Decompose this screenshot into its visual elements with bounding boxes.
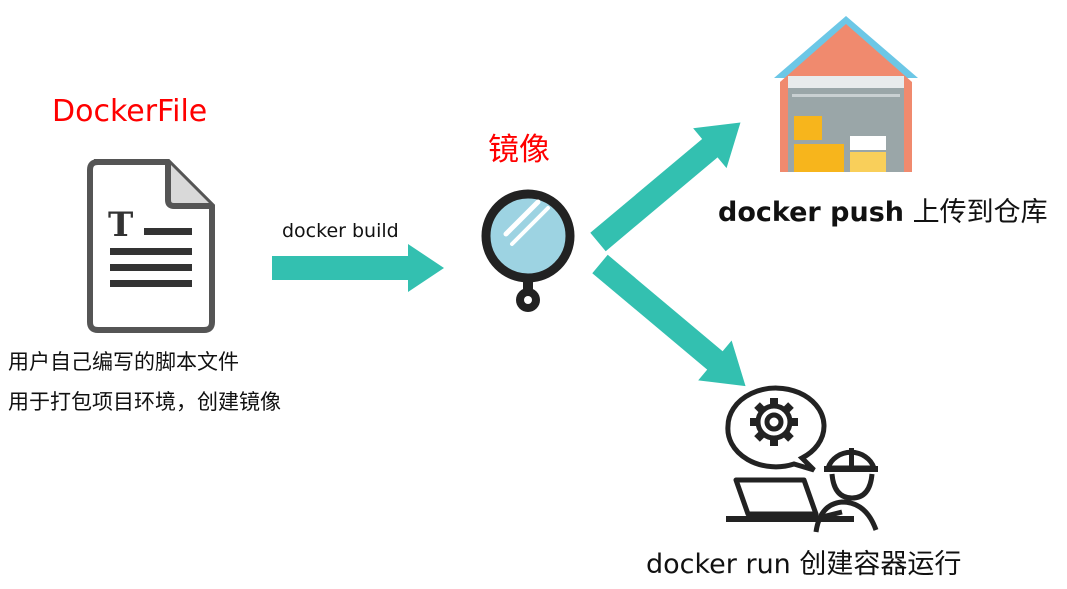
dockerfile-title: DockerFile xyxy=(52,94,208,129)
push-command: docker push xyxy=(718,197,904,228)
dockerfile-desc-line2: 用于打包项目环境，创建镜像 xyxy=(8,390,281,414)
svg-text:T: T xyxy=(108,205,133,245)
run-command: docker run xyxy=(646,549,791,580)
magnifier-icon xyxy=(481,189,575,312)
image-title: 镜像 xyxy=(488,132,550,168)
push-description: 上传到仓库 xyxy=(912,197,1048,228)
dockerfile-description: 用户自己编写的脚本文件 用于打包项目环境，创建镜像 xyxy=(8,342,281,422)
run-description: 创建容器运行 xyxy=(799,549,962,580)
engineer-settings-icon xyxy=(725,385,879,533)
text-document-icon: T xyxy=(87,159,215,333)
push-arrow xyxy=(590,122,741,252)
docker-build-label: docker build xyxy=(282,220,399,242)
build-arrow xyxy=(272,244,444,292)
warehouse-icon xyxy=(774,16,918,172)
dockerfile-desc-line1: 用户自己编写的脚本文件 xyxy=(8,350,239,374)
push-caption: docker push 上传到仓库 xyxy=(718,190,1048,229)
run-arrow xyxy=(592,254,746,387)
run-caption: docker run 创建容器运行 xyxy=(646,542,961,581)
